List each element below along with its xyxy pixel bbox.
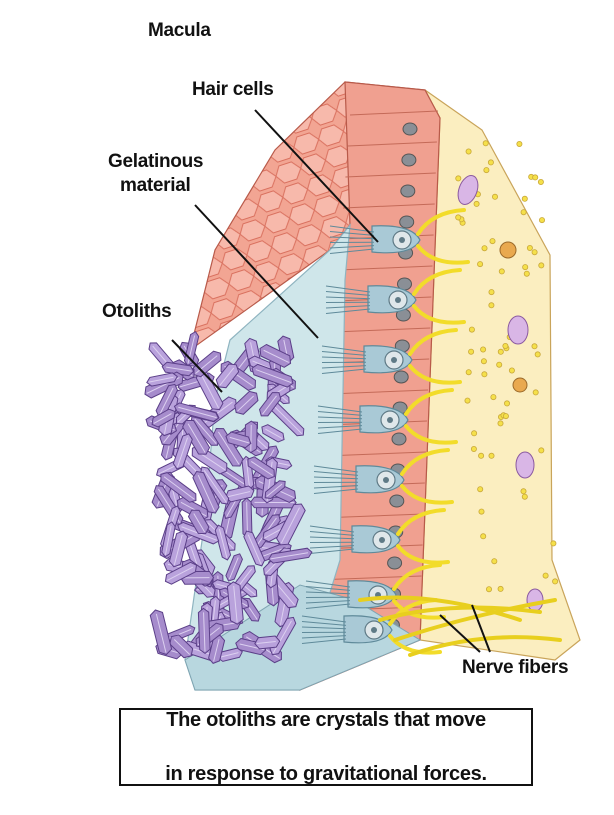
nucleus [390,495,404,507]
nucleus [403,123,417,135]
connective-dot [538,179,543,184]
connective-dot [522,196,527,201]
nucleus [392,433,406,445]
connective-dot [521,489,526,494]
connective-dot [456,215,461,220]
connective-dot [478,262,483,267]
connective-dot [481,347,486,352]
caption-line-2: in response to gravitational forces. [165,761,487,788]
connective-dot [479,453,484,458]
connective-dot [524,271,529,276]
connective-dot [539,263,544,268]
connective-dot [469,327,474,332]
connective-dot [532,250,537,255]
connective-dot [533,175,538,180]
connective-dot [521,210,526,215]
connective-dot [504,401,509,406]
connective-dot [486,587,491,592]
connective-dot [523,265,528,270]
label-nerve-fibers: Nerve fibers [462,656,568,680]
connective-dot [543,573,548,578]
nucleus [394,371,408,383]
otolith-crystals [142,331,312,665]
connective-dot [456,176,461,181]
connective-dot [551,541,556,546]
connective-dot [482,372,487,377]
nucleus [400,216,414,228]
nucleus [401,185,415,197]
connective-dot [471,446,476,451]
connective-dot [517,141,522,146]
connective-dot [483,141,488,146]
connective-dot [492,194,497,199]
connective-dot [482,246,487,251]
connective-dot [481,359,486,364]
connective-dot [503,414,508,419]
label-hair-cells: Hair cells [192,78,274,102]
connective-dot [484,168,489,173]
nucleus [388,557,402,569]
connective-dot [527,245,532,250]
label-gelatinous-line2: material [108,174,203,198]
caption-line-1: The otoliths are crystals that move [165,707,487,734]
connective-dot [478,487,483,492]
connective-dot [539,218,544,223]
otolith-crystal [254,636,280,650]
caption-box: The otoliths are crystals that move in r… [119,708,533,786]
label-gelatinous-line1: Gelatinous [108,150,203,174]
connective-dot [522,494,527,499]
connective-dot [503,343,508,348]
connective-dot [498,349,503,354]
label-otoliths: Otoliths [102,300,171,324]
connective-dot [490,239,495,244]
title-macula: Macula [148,19,211,43]
connective-dot [553,579,558,584]
connective-dot [489,453,494,458]
connective-dot [498,421,503,426]
connective-dot [488,160,493,165]
connective-dot [491,395,496,400]
connective-dot [474,201,479,206]
nucleus [402,154,416,166]
connective-dot [479,509,484,514]
caption-text: The otoliths are crystals that move in r… [165,680,487,815]
connective-dot [533,390,538,395]
connective-dot [489,303,494,308]
connective-tissue [420,90,580,660]
otolith-crystal [149,608,172,656]
connective-dot [466,370,471,375]
connective-dot [509,368,514,373]
connective-dot [535,352,540,357]
connective-dot [489,290,494,295]
connective-dot [472,431,477,436]
label-gelatinous-material: Gelatinous material [108,150,203,198]
connective-dot [539,448,544,453]
connective-dot [497,362,502,367]
connective-dot [498,586,503,591]
connective-dot [466,149,471,154]
otolith-crystal [198,608,210,653]
connective-dot [481,534,486,539]
connective-dot [465,398,470,403]
connective-dot [492,559,497,564]
connective-dot [499,269,504,274]
connective-dot [469,349,474,354]
connective-dot [532,344,537,349]
